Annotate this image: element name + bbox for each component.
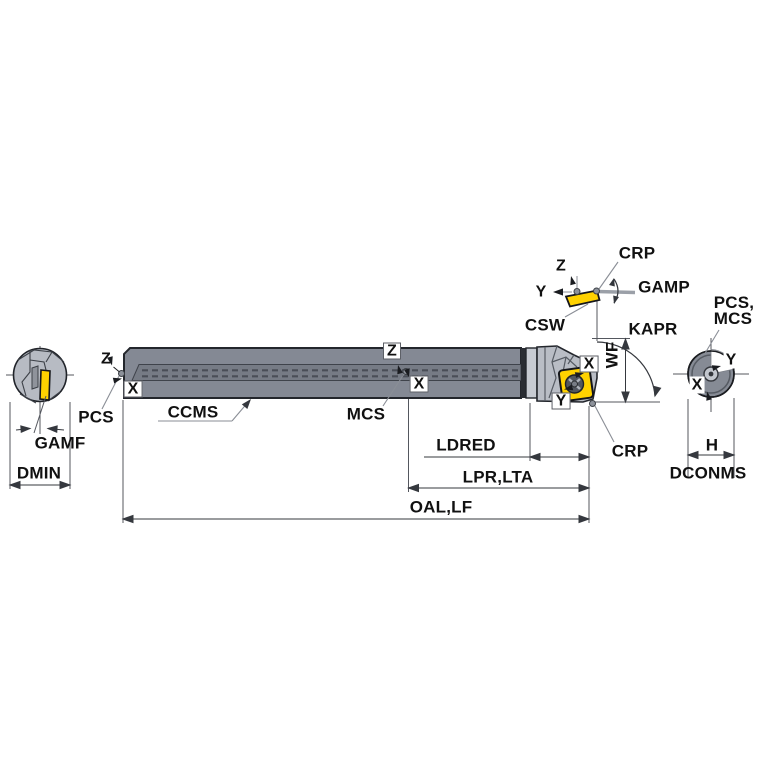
gamp-reference-line xyxy=(596,289,636,295)
top-view-crp-point xyxy=(593,287,600,295)
pcs-label: PCS xyxy=(78,407,114,427)
left-pocket-facet xyxy=(31,365,39,390)
top-z-axis-label: Z xyxy=(556,257,566,275)
lpr-lta-label: LPR,LTA xyxy=(462,467,534,487)
shank-center-dot xyxy=(708,371,714,377)
top-y-axis-label: Y xyxy=(535,283,547,301)
gamp-arc-arrow-bottom xyxy=(613,295,619,304)
gamf-label: GAMF xyxy=(34,433,86,453)
gamf-angle-line xyxy=(33,395,47,434)
mcs-label: MCS xyxy=(346,404,386,424)
gamf-angle-arrows xyxy=(15,425,65,434)
top-view-origin-point xyxy=(573,288,581,295)
csw-label: CSW xyxy=(524,315,566,335)
left-view-insert xyxy=(39,369,51,401)
right-y-axis-label: Y xyxy=(723,351,739,369)
kapr-arc-arrow xyxy=(653,385,662,398)
csw-leader xyxy=(564,303,589,318)
mid-x-axis-label: X xyxy=(409,375,429,393)
dconms-label: DCONMS xyxy=(669,463,747,483)
dimension-lines xyxy=(8,337,736,524)
crp-bottom-label: CRP xyxy=(611,441,649,461)
left-x-axis-label: X xyxy=(123,380,143,398)
insert-top-view xyxy=(555,276,636,308)
head-x-axis-label: X xyxy=(579,355,599,373)
pcs-mcs-line1: PCS, xyxy=(713,293,755,312)
top-view-insert xyxy=(564,289,601,308)
pcs-reference-point xyxy=(118,370,125,377)
crp-bottom-leader xyxy=(594,405,615,443)
top-z-arrow xyxy=(570,276,576,286)
right-x-arrow xyxy=(706,391,712,401)
left-head-circle xyxy=(12,347,68,403)
top-y-arrow xyxy=(553,288,563,296)
clamp-flange xyxy=(525,347,538,399)
ldred-label: LDRED xyxy=(436,435,496,455)
mid-x-arrow xyxy=(404,368,410,378)
right-y-arrow xyxy=(711,365,721,371)
left-z-arrow xyxy=(107,356,113,366)
crp-top-label: CRP xyxy=(618,243,656,263)
pcs-mcs-label: PCS,MCS xyxy=(713,293,755,328)
head-x-arrow xyxy=(574,372,584,378)
oal-lf-label: OAL,LF xyxy=(409,497,473,517)
h-label: H xyxy=(705,435,719,455)
bar-recessed-band xyxy=(131,364,522,381)
boring-bar-side-view xyxy=(118,345,598,407)
mid-z-arrow xyxy=(397,365,403,375)
pcs-mcs-leader xyxy=(703,329,720,356)
crp-reference-point xyxy=(589,400,596,407)
gamp-arc-arrow-top xyxy=(609,278,615,287)
dmin-label: DMIN xyxy=(16,463,62,483)
left-head-facets xyxy=(17,349,65,404)
ccms-leader-arrow xyxy=(241,399,251,409)
mid-z-axis-label: Z xyxy=(383,342,401,360)
insert-screw xyxy=(564,374,585,394)
pcs-mcs-line2: MCS xyxy=(713,309,753,328)
gamp-label: GAMP xyxy=(638,277,690,297)
head-y-arrow xyxy=(564,384,574,391)
head-y-axis-label: Y xyxy=(551,392,571,410)
shank-outline-redraw xyxy=(687,350,735,398)
clamp-dark-band xyxy=(521,348,526,398)
ccms-label: CCMS xyxy=(167,402,219,422)
right-x-axis-label: X xyxy=(689,376,705,394)
crp-top-leader xyxy=(598,261,619,290)
mcs-leader xyxy=(382,373,405,407)
right-shank-section-view xyxy=(673,338,749,412)
left-end-view xyxy=(6,346,74,434)
left-z-axis-label: Z xyxy=(101,350,111,368)
left-x-arrow xyxy=(112,377,122,384)
axis-arrows xyxy=(107,276,721,401)
kapr-label: KAPR xyxy=(628,319,678,339)
wf-label: WF xyxy=(602,341,622,369)
kapr-angle-arc xyxy=(596,341,656,397)
